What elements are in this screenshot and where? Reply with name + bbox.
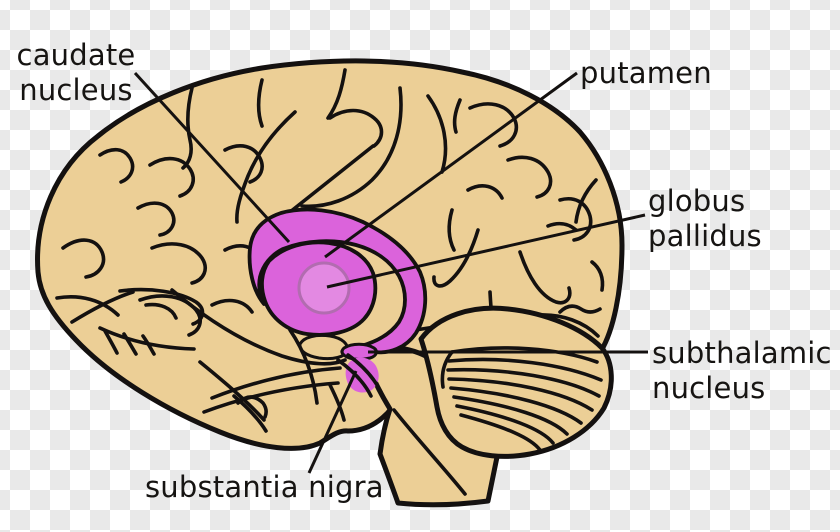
- pons-inner-line: [392, 408, 467, 496]
- cerebral-peduncle-lines: [336, 353, 383, 398]
- cerebellum-shape: [418, 305, 614, 459]
- label-putamen-line1: putamen: [580, 56, 712, 90]
- label-globus-line2: pallidus: [648, 219, 762, 253]
- label-globus-line1: globus: [648, 184, 746, 218]
- leader-caudate-nucleus: [133, 71, 291, 244]
- label-caudate-line2: nucleus: [19, 73, 133, 107]
- label-caudate-line1: caudate: [16, 38, 136, 72]
- label-substantia-nigra: substantia nigra: [145, 470, 384, 505]
- basal-ganglia-group: [247, 207, 428, 398]
- label-putamen: putamen: [580, 56, 712, 91]
- globus-pallidus-shape: [297, 261, 351, 315]
- cerebellum-folia: [440, 346, 603, 452]
- label-subthalamic-line1: subthalamic: [652, 336, 832, 370]
- leader-putamen: [324, 71, 578, 259]
- substantia-nigra-shape: [345, 357, 379, 393]
- label-substantia-line1: substantia nigra: [145, 470, 384, 504]
- leader-globus-pallidus: [326, 213, 646, 289]
- label-subthalamic-line2: nucleus: [652, 371, 766, 405]
- leader-lines: [133, 71, 648, 474]
- leader-substantia-nigra: [307, 370, 358, 474]
